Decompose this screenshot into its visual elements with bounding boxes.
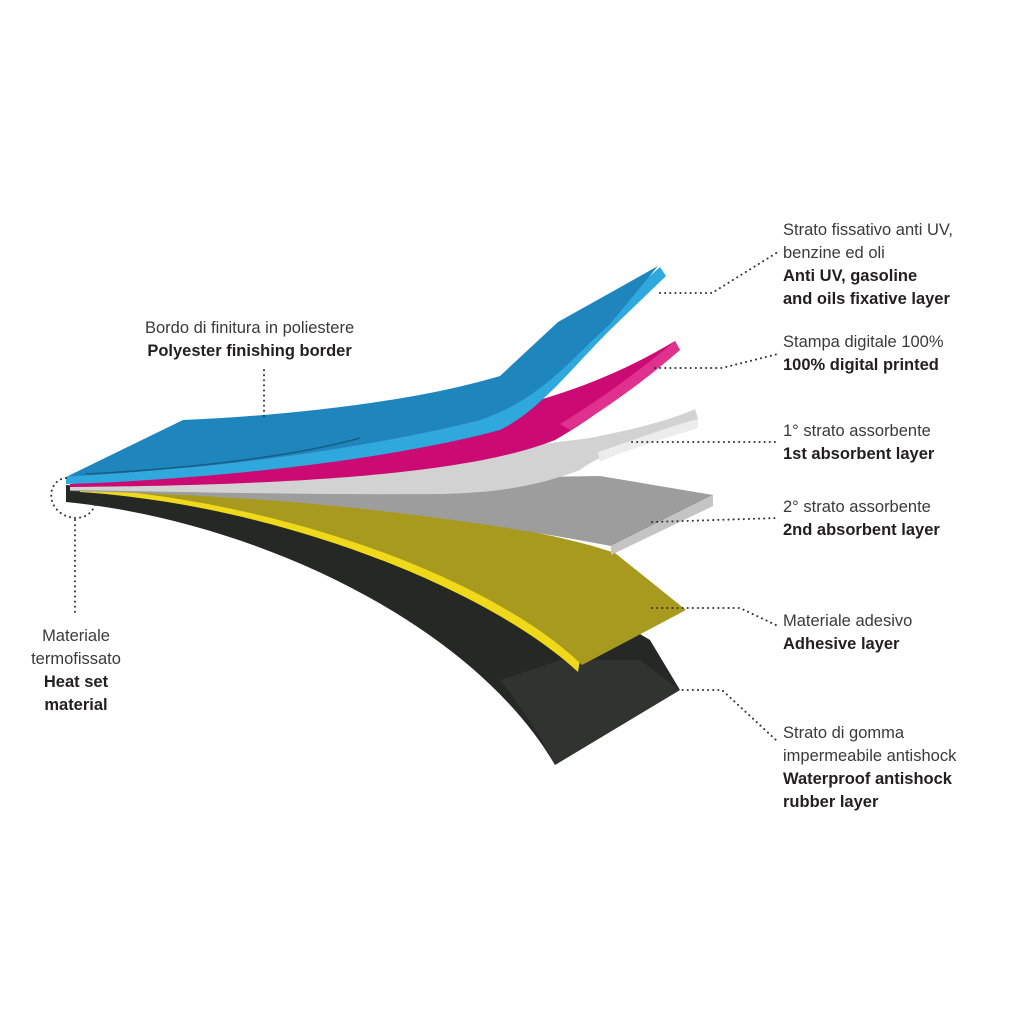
label-en: material: [44, 696, 108, 714]
label-it: Strato di gomma: [783, 724, 905, 742]
label-en: Anti UV, gasoline: [783, 267, 918, 285]
label-fixative: Strato fissativo anti UV, benzine ed oli…: [783, 219, 953, 311]
absorbent-layer-1: [70, 409, 698, 495]
label-rubber: Strato di gomma impermeabile antishock W…: [783, 722, 956, 814]
label-it: Materiale: [42, 627, 110, 645]
absorbent-layer-1-edge: [598, 419, 698, 462]
leader-heat-set: [50, 477, 97, 616]
label-it: Strato fissativo anti UV,: [783, 221, 953, 239]
leader-rubber: [651, 689, 777, 741]
adhesive-layer: [95, 488, 686, 665]
label-it: 1° strato assorbente: [783, 422, 931, 440]
label-it: 2° strato assorbente: [783, 498, 931, 516]
label-en: 2nd absorbent layer: [783, 521, 940, 539]
label-en: 100% digital printed: [783, 356, 939, 374]
label-en: rubber layer: [783, 793, 879, 811]
label-print: Stampa digitale 100% 100% digital printe…: [783, 331, 944, 377]
label-it: benzine ed oli: [783, 244, 885, 262]
label-absorbent1: 1° strato assorbente 1st absorbent layer: [783, 420, 934, 466]
label-absorbent2: 2° strato assorbente 2nd absorbent layer: [783, 496, 940, 542]
label-finishing-border: Bordo di finitura in poliestere Polyeste…: [145, 317, 354, 363]
leader-fixative: [659, 251, 779, 294]
label-en: 1st absorbent layer: [783, 445, 935, 463]
label-it: Bordo di finitura in poliestere: [145, 319, 355, 337]
label-en: and oils fixative layer: [783, 290, 950, 308]
fixative-layer: [66, 266, 658, 477]
print-layer-edge: [560, 341, 680, 430]
absorbent-layer-2-edge: [611, 495, 713, 555]
print-layer: [70, 341, 680, 487]
label-en: Adhesive layer: [783, 635, 900, 653]
label-en: Heat set: [43, 673, 109, 691]
absorbent-layer-2: [70, 476, 713, 546]
label-it: impermeabile antishock: [783, 747, 957, 765]
leader-absorbent2: [651, 517, 779, 523]
label-en: Polyester finishing border: [147, 342, 352, 360]
label-heat-set: Materiale termofissato Heat set material: [14, 625, 138, 717]
leader-print: [654, 353, 779, 369]
rubber-layer-side: [500, 660, 680, 765]
label-adhesive: Materiale adesivo Adhesive layer: [783, 610, 912, 656]
label-it: termofissato: [31, 650, 121, 668]
label-en: Waterproof antishock: [783, 770, 952, 788]
finishing-border-line: [85, 437, 361, 475]
label-it: Stampa digitale 100%: [783, 333, 944, 351]
label-it: Materiale adesivo: [783, 612, 913, 630]
